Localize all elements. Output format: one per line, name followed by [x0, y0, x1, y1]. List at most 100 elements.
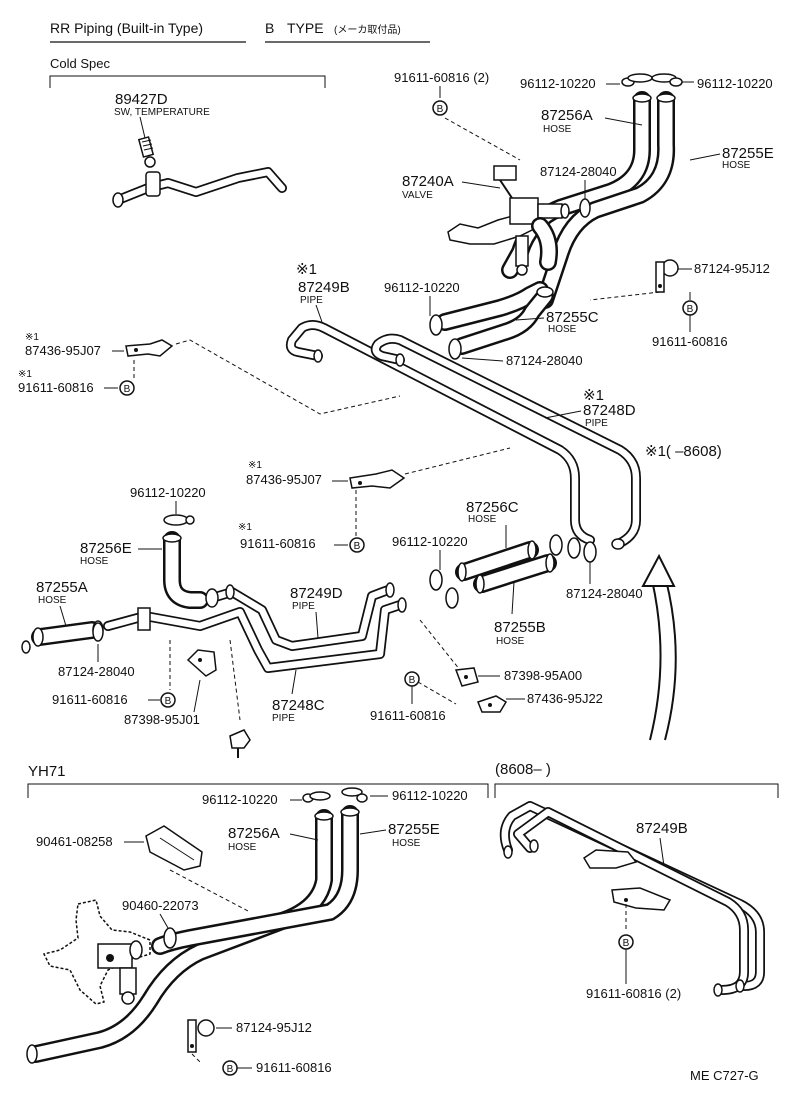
hose-clamp-icon [549, 534, 581, 559]
label-96112-10220-a: 96112-10220 [384, 280, 460, 295]
header: RR Piping (Built-in Type) B TYPE (メーカ取付品… [50, 20, 430, 43]
clamp-icon [163, 927, 177, 949]
header-type-word: TYPE [287, 20, 324, 36]
yh71-title: YH71 [28, 763, 66, 780]
label-87124-28040-d: 87124-28040 [566, 586, 643, 601]
label-asterisk-87436-b: ※1 [248, 460, 262, 471]
label-91611-60816-b: 91611-60816 [18, 380, 94, 395]
hose-clip-icon [187, 1019, 215, 1053]
label-87256C-hose: HOSE [468, 514, 497, 525]
label-asterisk-87249B: ※1 [296, 261, 317, 278]
label-87255C: 87255C [546, 309, 599, 326]
label-87124-28040-c: 87124-28040 [58, 664, 135, 679]
label-91611-60816-2-bot: 91611-60816 (2) [586, 986, 681, 1001]
label-87255A-hose: HOSE [38, 595, 67, 606]
switch-fitting [145, 171, 161, 197]
bracket-icon [349, 469, 406, 489]
header-type-letter: B [265, 20, 274, 36]
hose-clip-icon [655, 259, 679, 293]
section-from-8608: (8608– ) [494, 761, 779, 798]
label-87255A: 87255A [36, 579, 88, 596]
label-96112-10220-tl: 96112-10220 [520, 76, 596, 91]
label-87255B: 87255B [494, 619, 546, 636]
label-87255C-hose: HOSE [548, 324, 577, 335]
label-89427D: 89427D [115, 91, 168, 108]
b-marker-icon: B [222, 1060, 238, 1076]
temperature-switch-icon [137, 136, 156, 168]
label-91611-60816-c: 91611-60816 [240, 536, 316, 551]
pipe-clip-icon [186, 649, 217, 677]
clamp-icon [302, 787, 368, 803]
label-until-8608: ※1( –8608) [645, 443, 722, 460]
section-yh71: YH71 [27, 763, 489, 798]
label-90460-22073: 90460-22073 [122, 898, 199, 913]
main-pipes: ※1 87249B PIPE ※1 87248D PIPE ※1( –8608)… [18, 261, 722, 758]
pipe-bracket-icon [582, 849, 672, 911]
hose-clamp-icon [579, 198, 591, 218]
label-87256E: 87256E [80, 540, 132, 557]
label-87256E-hose: HOSE [80, 556, 109, 567]
label-96112-10220-tr: 96112-10220 [697, 76, 773, 91]
b-marker-icon: B [349, 537, 365, 553]
label-91611-60816-2-top: 91611-60816 (2) [394, 70, 489, 85]
label-87240A: 87240A [402, 173, 454, 190]
diagram-code: ME C727-G [690, 1068, 759, 1083]
label-87256A-hose: HOSE [543, 124, 572, 135]
svg-text:B: B [124, 384, 131, 395]
label-87256C: 87256C [466, 499, 519, 516]
clamp-icon [163, 514, 195, 526]
label-87255B-hose: HOSE [496, 636, 525, 647]
bracket-icon [125, 339, 174, 357]
upper-assembly: 91611-60816 (2) B 96112-10220 96112-1022… [384, 70, 774, 368]
label-91611-60816-e: 91611-60816 [370, 708, 446, 723]
label-87124-95J12-a: 87124-95J12 [694, 261, 770, 276]
label-87249B-pipe: PIPE [300, 295, 323, 306]
label-sw-temperature: SW, TEMPERATURE [114, 107, 210, 118]
bracket-icon [477, 695, 508, 713]
label-87249D-pipe: PIPE [292, 601, 315, 612]
label-96112-10220-b: 96112-10220 [130, 485, 206, 500]
hose-clamp-icon [92, 622, 104, 642]
label-87398-95J01: 87398-95J01 [124, 712, 200, 727]
svg-text:B: B [165, 696, 172, 707]
b-marker-icon: B [119, 380, 135, 396]
svg-text:B: B [623, 938, 630, 949]
cold-spec-section: Cold Spec 89427D SW, TEMPERATURE [49, 56, 326, 208]
water-valve-icon [447, 165, 570, 276]
label-87256A-b-hose: HOSE [228, 842, 257, 853]
label-asterisk-91611-c: ※1 [238, 522, 252, 533]
label-96112-10220-c: 96112-10220 [392, 534, 468, 549]
label-87248C-pipe: PIPE [272, 713, 295, 724]
hose-clamp-bracket-icon [145, 825, 203, 871]
svg-text:B: B [354, 541, 361, 552]
bolt-icon [229, 729, 251, 758]
svg-text:B: B [409, 675, 416, 686]
label-87255E-b: 87255E [388, 821, 440, 838]
label-90461-08258: 90461-08258 [36, 834, 113, 849]
from-8608-assembly: 87249B B 91611-60816 (2) [499, 801, 765, 1001]
label-87255E-hose: HOSE [722, 160, 751, 171]
label-87436-95J07-b: 87436-95J07 [246, 472, 322, 487]
label-91611-60816-f: 91611-60816 [256, 1060, 332, 1075]
clamp-icon [621, 73, 683, 87]
b-marker-icon: B [618, 934, 634, 950]
pipe-clip-icon [454, 667, 479, 687]
label-87249B: 87249B [298, 279, 350, 296]
label-87248C: 87248C [272, 697, 325, 714]
label-87256A-b: 87256A [228, 825, 280, 842]
label-87249D: 87249D [290, 585, 343, 602]
label-87256A: 87256A [541, 107, 593, 124]
label-96112-10220-e: 96112-10220 [392, 788, 468, 803]
label-87255E: 87255E [722, 145, 774, 162]
svg-text:B: B [687, 304, 694, 315]
water-valve-icon [42, 899, 151, 1005]
label-87398-95A00: 87398-95A00 [504, 668, 582, 683]
label-asterisk-87436-a: ※1 [25, 332, 39, 343]
label-87248D-pipe: PIPE [585, 418, 608, 429]
label-91611-60816-a: 91611-60816 [652, 334, 728, 349]
label-87255E-b-hose: HOSE [392, 838, 421, 849]
label-87248D: 87248D [583, 402, 636, 419]
yh71-assembly: 96112-10220 96112-10220 87256A HOSE 8725… [26, 787, 468, 1076]
label-87124-28040-a: 87124-28040 [540, 164, 617, 179]
